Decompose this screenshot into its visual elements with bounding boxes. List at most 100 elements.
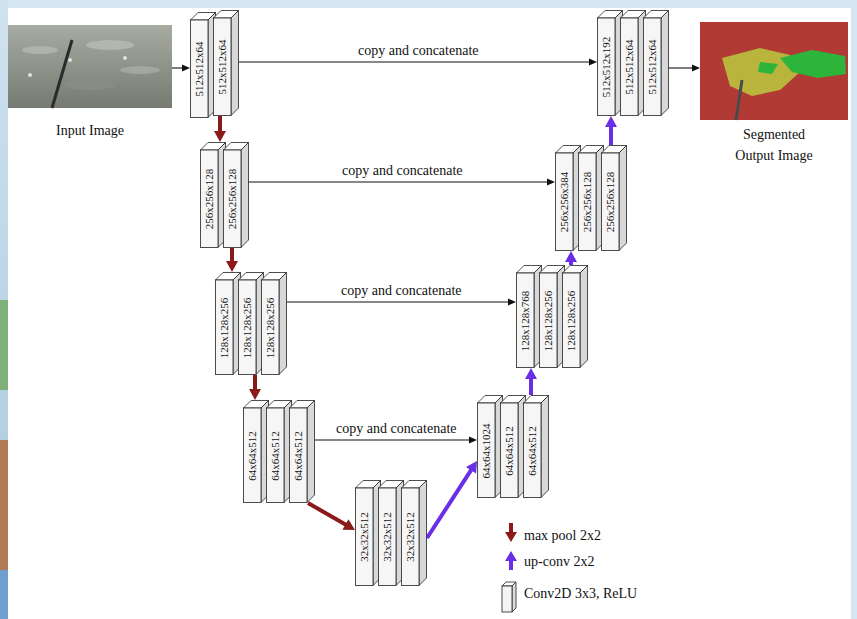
layer-dimension: 512x512x64 <box>623 40 635 95</box>
legend-slab-icon <box>502 582 516 612</box>
connector-line <box>249 181 548 182</box>
connector-line <box>218 116 222 132</box>
connector-line <box>529 378 533 395</box>
connector-line <box>230 248 234 262</box>
slab-front-face <box>621 18 639 116</box>
layer-dimension: 512x512x64 <box>193 42 205 97</box>
image-caption: Input Image <box>20 120 160 141</box>
layer-dimension: 128x128x256 <box>264 297 276 358</box>
layer-dimension: 512x512x192 <box>600 37 612 98</box>
slab-front-face <box>244 408 262 503</box>
layer-dimension: 256x256x128 <box>203 169 215 230</box>
edge-label: copy and concatenate <box>340 163 465 179</box>
slab-side-face <box>307 401 315 503</box>
image-panel: Segmented Output Image <box>700 22 848 120</box>
edge-label: copy and concatenate <box>356 43 481 59</box>
image-caption: Segmented Output Image <box>722 124 826 166</box>
slab-front-face <box>602 153 620 251</box>
conv-layer-slab: 256x256x128 <box>601 145 627 251</box>
conv-layer-slab: 256x256x128 <box>223 142 249 248</box>
conv-layer-slab: 512x512x64 <box>190 12 216 118</box>
slab-front-face <box>598 18 616 116</box>
arrow-head <box>508 299 516 306</box>
arrow-head <box>692 65 700 72</box>
conv-layer-slab: 32x32x512 <box>378 480 404 586</box>
slide-band <box>0 0 8 619</box>
connector-line <box>308 503 346 525</box>
layer-dimension: 64x64x512 <box>269 431 281 481</box>
slab-front-face <box>579 153 597 251</box>
copy-arrow <box>669 65 700 72</box>
legend-text: up-conv 2x2 <box>524 554 594 570</box>
slab-front-face <box>644 18 662 116</box>
slab-side-face <box>541 396 549 498</box>
input-photo <box>8 25 172 108</box>
layer-dimension: 64x64x512 <box>292 431 304 481</box>
conv-layer-slab: 256x256x128 <box>578 145 604 251</box>
conv-layer-slab: 64x64x1024 <box>477 395 503 498</box>
connector-line <box>669 67 693 68</box>
layer-dimension: 64x64x512 <box>526 426 538 476</box>
slab-front-face <box>290 408 308 503</box>
layer-dimension: 128x128x256 <box>565 290 577 351</box>
slab-front-face <box>478 403 496 498</box>
slab-front-face <box>402 488 420 586</box>
layer-dimension: 64x64x512 <box>246 431 258 481</box>
layer-dimension: 512x512x64 <box>216 40 228 95</box>
slab-side-face <box>241 143 249 248</box>
conv-layer-slab: 128x128x256 <box>215 272 241 375</box>
slab-side-face <box>619 146 627 251</box>
copy-arrow <box>287 299 516 306</box>
conv-layer-slab: 32x32x512 <box>355 480 381 586</box>
slab-side-face <box>279 273 287 375</box>
arrow-head <box>469 437 477 444</box>
edge-label: copy and concatenate <box>334 421 459 437</box>
slide-picture <box>0 440 8 570</box>
connector-line <box>427 469 472 538</box>
conv-layer-slab: 64x64x512 <box>243 400 269 503</box>
conv-layer-slab: 128x128x256 <box>539 265 565 368</box>
arrow-head <box>605 116 617 127</box>
slab-side-face <box>580 266 588 368</box>
slab-front-face <box>239 280 257 375</box>
conv-layer-slab: 512x512x64 <box>620 10 646 116</box>
layer-dimension: 128x128x256 <box>218 297 230 358</box>
image-panel: Input Image <box>8 25 172 108</box>
layer-dimension: 256x256x384 <box>558 172 570 233</box>
copy-arrow <box>315 437 477 444</box>
slab-front-face <box>556 153 574 251</box>
maxpool-arrow <box>308 503 355 530</box>
maxpool-arrow <box>249 375 261 400</box>
conv-layer-slab: 64x64x512 <box>289 400 315 503</box>
maxpool-arrow <box>226 248 238 272</box>
slab-side-face <box>661 11 669 116</box>
upconv-arrow <box>605 116 617 145</box>
arrow-head <box>182 65 190 72</box>
slab-front-face <box>517 273 535 368</box>
legend-text: max pool 2x2 <box>524 528 601 544</box>
conv-layer-slab: 256x256x384 <box>555 145 581 251</box>
arrow-head <box>525 368 537 379</box>
slide-picture <box>0 570 8 619</box>
slab-front-face <box>379 488 397 586</box>
slab-front-face <box>563 273 581 368</box>
arrow-head <box>249 389 261 400</box>
conv-layer-slab: 128x128x256 <box>238 272 264 375</box>
slab-front-face <box>216 280 234 375</box>
layer-dimension: 32x32x512 <box>404 512 416 562</box>
slab-front-face <box>524 403 542 498</box>
conv-layer-slab: 512x512x64 <box>213 10 239 116</box>
maxpool-arrow <box>214 116 226 142</box>
layer-dimension: 32x32x512 <box>381 512 393 562</box>
arrow-head <box>226 261 238 272</box>
slab-front-face <box>214 18 232 116</box>
copy-arrow <box>172 65 190 72</box>
connector-line <box>287 301 509 302</box>
legend-maxpool-arrow <box>505 523 517 542</box>
arrow-head <box>342 519 355 530</box>
slide-picture <box>0 300 8 390</box>
connector-line <box>172 67 183 68</box>
